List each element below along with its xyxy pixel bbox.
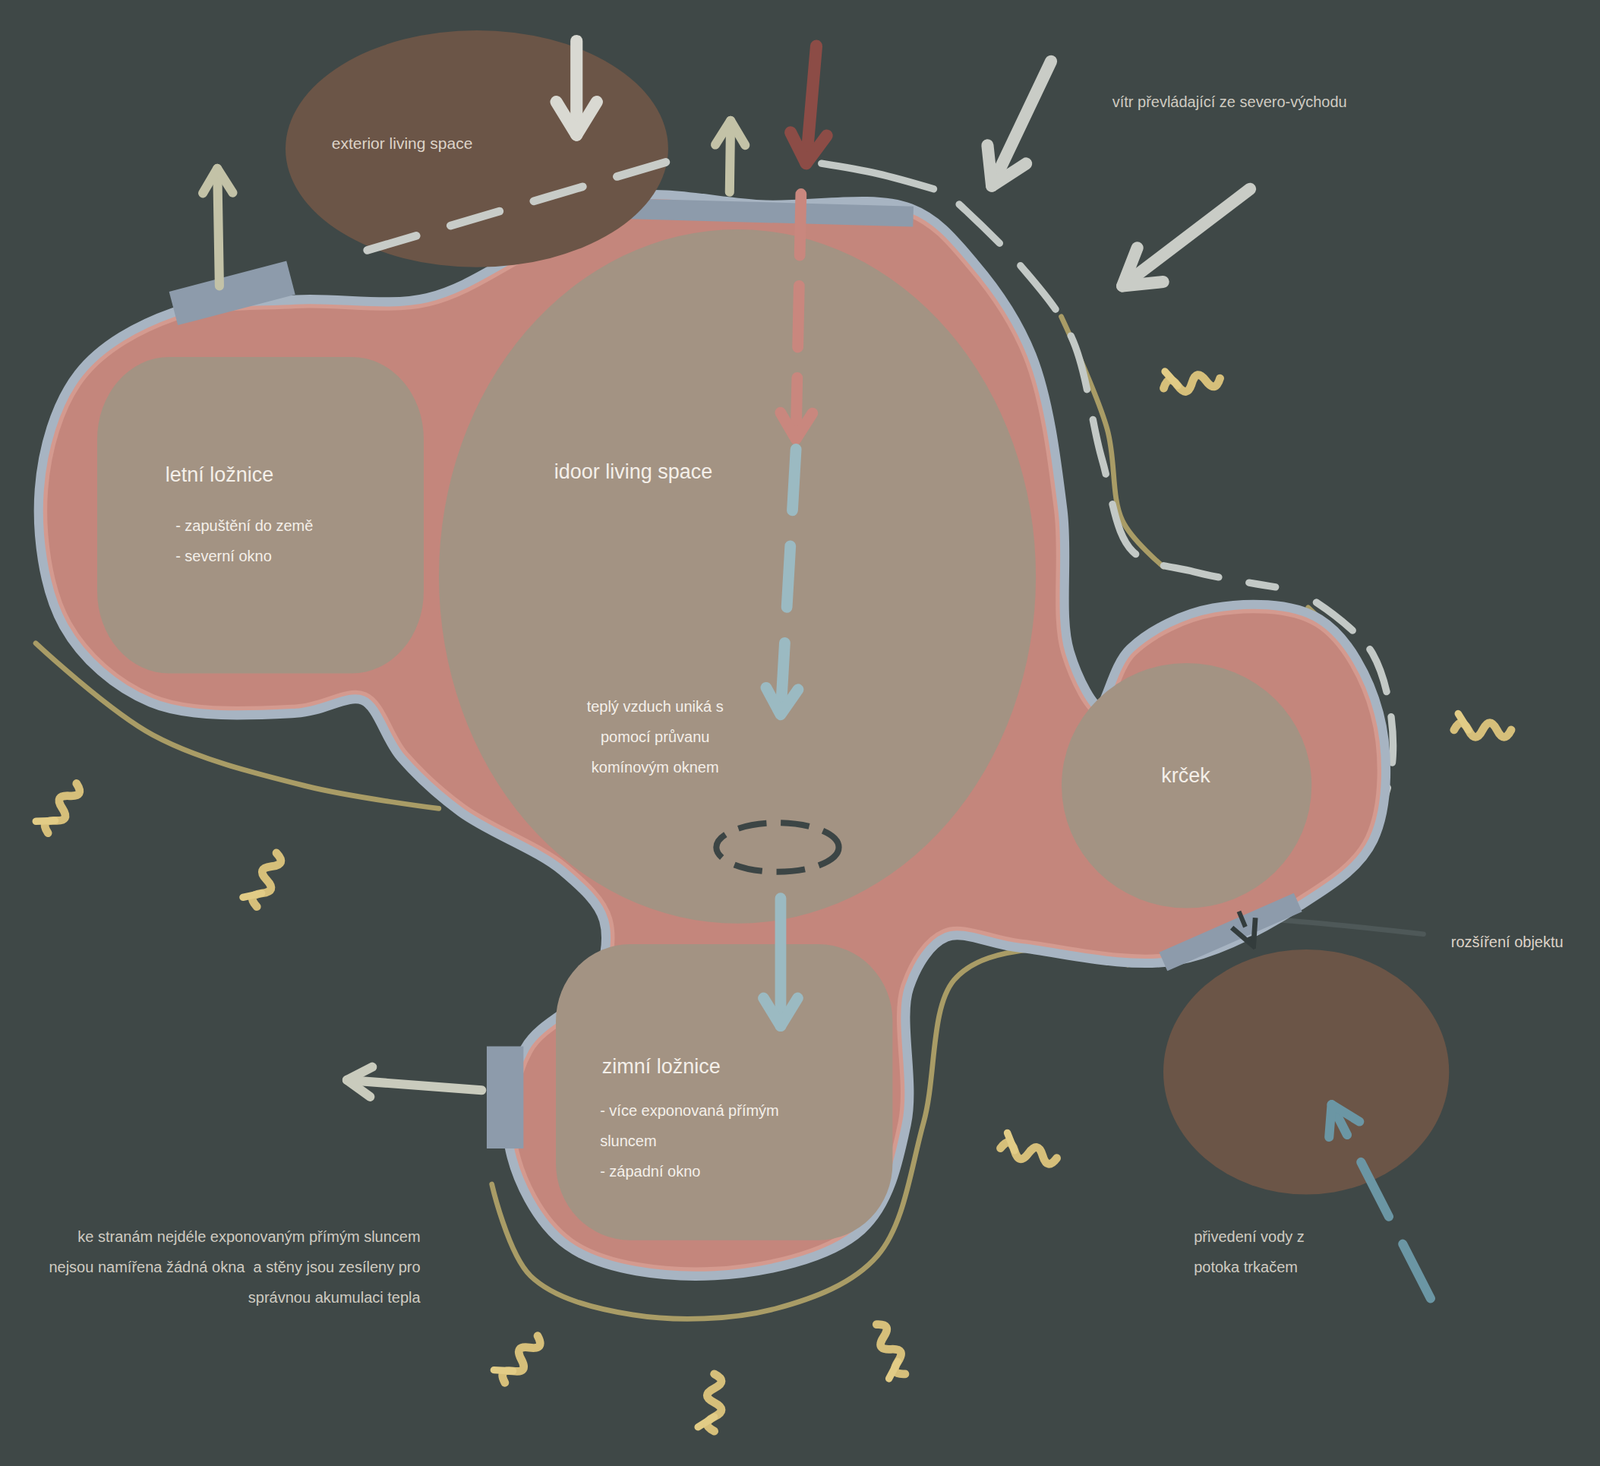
room-title: idoor living space — [554, 456, 714, 487]
wall-line — [821, 163, 935, 190]
room-area: zimní ložnice - více exponovaná přímým sl… — [555, 943, 893, 1241]
room-area: krček — [1061, 662, 1312, 909]
note-label: vítr převládající ze severo-východu — [1112, 86, 1348, 117]
area-shape — [1163, 949, 1449, 1195]
note-label: přivedení vody z potoka trkačem — [1193, 1221, 1332, 1282]
room-note: teplý vzduch uniká s pomocí průvanu komí… — [568, 691, 742, 783]
arrow-line — [775, 898, 787, 1026]
room-note: - západní okno — [599, 1155, 701, 1187]
sun-ray — [491, 1325, 543, 1386]
sun-ray — [34, 775, 83, 837]
window — [617, 208, 914, 217]
room-title: krček — [1161, 760, 1211, 791]
arrow-head — [1122, 247, 1163, 286]
sun-ray — [1161, 362, 1222, 396]
room-title: letní ložnice — [165, 459, 275, 490]
sun-ray — [697, 1373, 722, 1431]
room-title: zimní ložnice — [602, 1050, 721, 1082]
room-area: letní ložnice - zapuštění do země- severn… — [97, 356, 424, 674]
arrow-line — [217, 168, 220, 287]
arrow-line — [729, 120, 731, 193]
room-note: - zapuštění do země — [175, 510, 313, 541]
arrow-head — [556, 101, 597, 136]
arrow-head — [347, 1066, 373, 1097]
room-note: - severní okno — [175, 540, 272, 572]
arrow-head — [715, 120, 745, 146]
window — [486, 1046, 524, 1149]
arrow-line — [1122, 189, 1250, 287]
window — [173, 277, 291, 309]
arrow-head — [780, 412, 813, 439]
dashed-connector — [1238, 911, 1253, 947]
sun-ray — [1454, 713, 1512, 737]
note-label: ke stranám nejdéle exponovaným přímým sl… — [41, 1221, 421, 1313]
area-shape — [555, 943, 893, 1241]
chimney-opening — [716, 822, 839, 872]
exterior-area: exterior living space — [285, 30, 669, 268]
exterior-area: rozšíření objektu — [1163, 949, 1449, 1195]
arrow-head — [202, 168, 233, 193]
area-shape — [438, 229, 1036, 924]
room-area: idoor living space teplý vzduch uniká s p… — [438, 229, 1036, 924]
arrow-line — [347, 1079, 482, 1090]
arrow-line — [1331, 1104, 1431, 1298]
area-shape — [97, 356, 424, 674]
sun-ray — [241, 847, 284, 909]
arrow-line — [795, 194, 802, 440]
arrow-head — [790, 132, 827, 164]
room-note: - více exponovaná přímým sluncem — [599, 1095, 821, 1156]
arrow-head — [987, 145, 1026, 186]
arrow-head — [763, 997, 798, 1026]
arrow-head — [766, 687, 799, 715]
wall-line — [1265, 918, 1424, 935]
sun-ray — [862, 1320, 912, 1383]
arrow-head — [1328, 1104, 1360, 1137]
arrow-line — [780, 448, 796, 714]
room-title: exterior living space — [331, 128, 474, 159]
sun-ray — [999, 1131, 1060, 1165]
room-title: rozšíření objektu — [1451, 926, 1564, 957]
screen-line — [367, 161, 669, 251]
